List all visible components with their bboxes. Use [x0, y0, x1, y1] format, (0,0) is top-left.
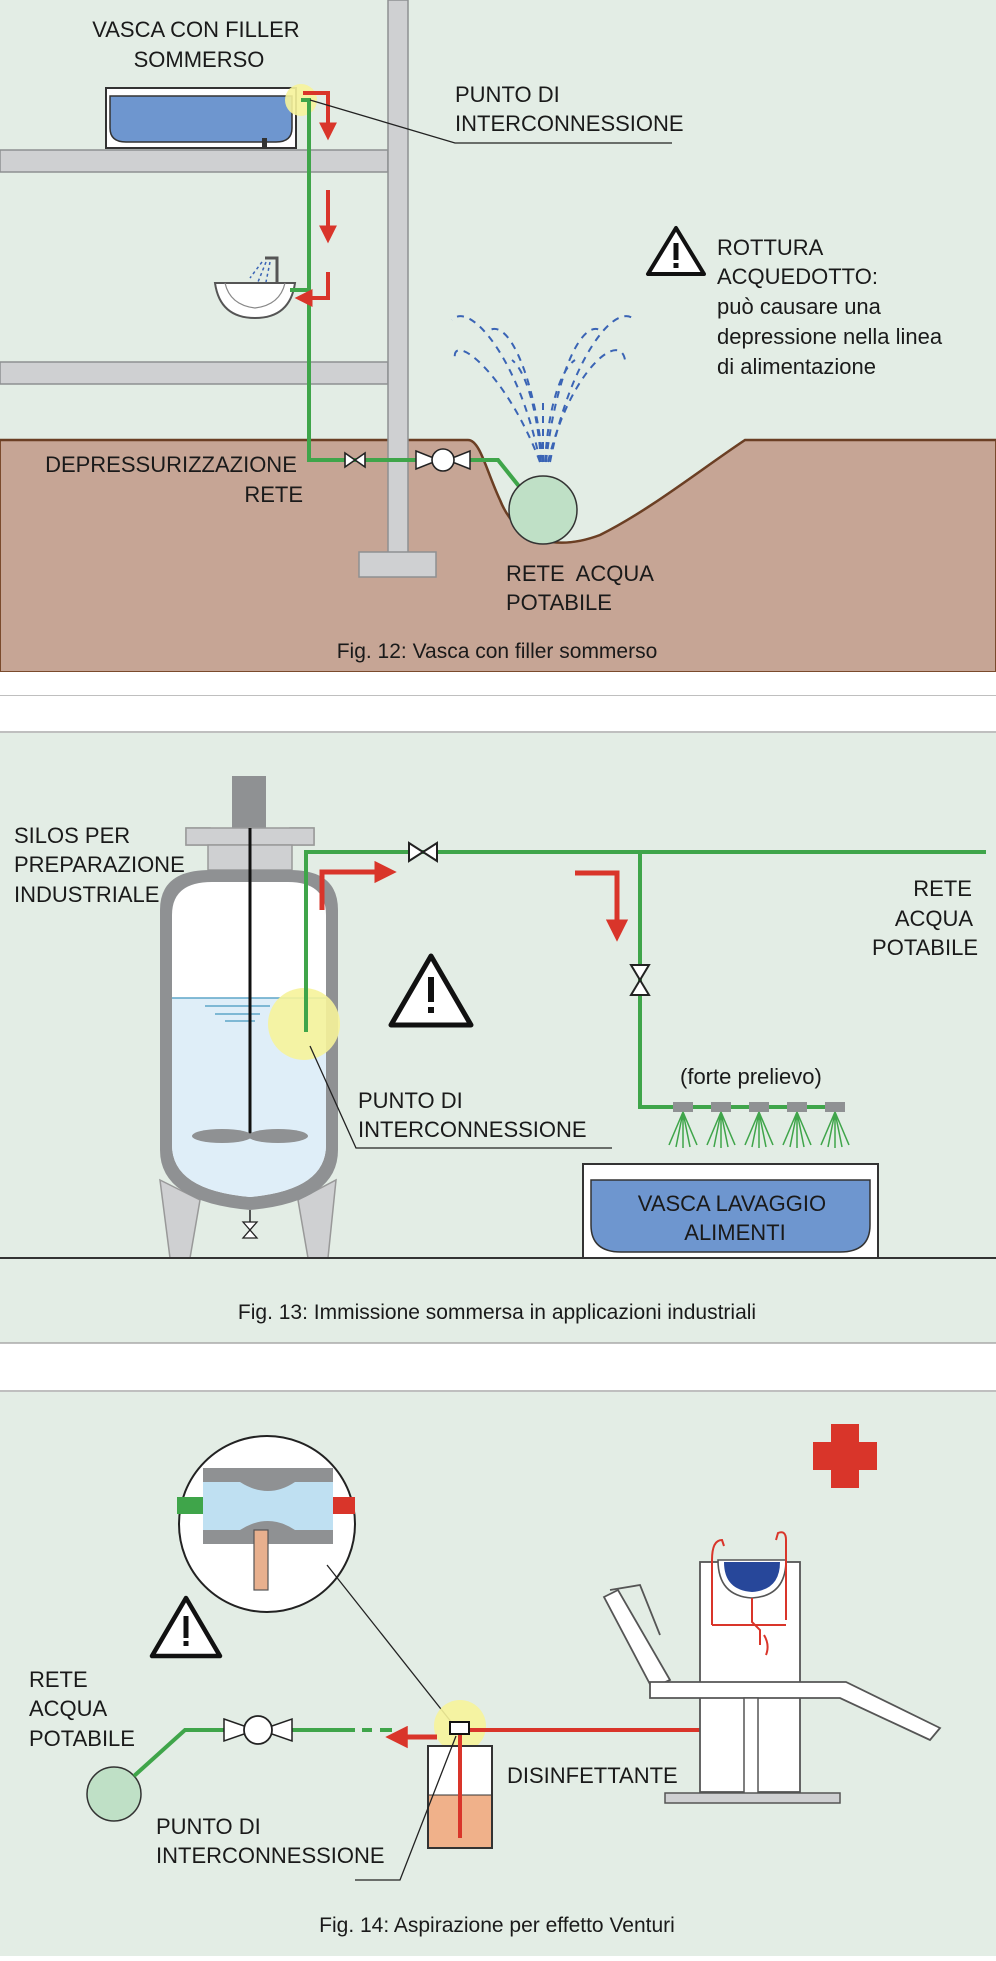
water-main	[86, 1766, 142, 1822]
panel-fig13: SILOS PER PREPARAZIONE INDUSTRIALE RETE …	[0, 733, 996, 1343]
supply-pipe	[301, 98, 532, 502]
wash-tank	[582, 1163, 879, 1259]
figure-caption: Fig. 12: Vasca con filler sommerso	[337, 640, 658, 663]
depressurization-label: DEPRESSURIZZAZIONE RETE	[45, 452, 303, 507]
figure-caption: Fig. 13: Immissione sommersa in applicaz…	[238, 1301, 756, 1324]
water-main-label: RETE ACQUA POTABILE	[506, 561, 659, 615]
water-main-label: RETE ACQUA POTABILE	[872, 876, 978, 960]
bathtub-label: VASCA CON FILLER SOMMERSO	[92, 17, 306, 72]
flow-arrow-icon	[575, 870, 629, 942]
interconnection-label: PUNTO DI INTERCONNESSIONE	[358, 1088, 587, 1142]
leak-fountain	[451, 315, 636, 463]
gate-valve-icon	[629, 964, 651, 996]
industrial-silo	[159, 776, 338, 1259]
branch-pipe	[638, 852, 840, 1109]
supply-pipe	[132, 1728, 355, 1778]
venturi-detail-icon	[177, 1435, 356, 1613]
interconnection-label: PUNTO DI INTERCONNESSIONE	[455, 82, 684, 136]
warning-icon	[149, 1595, 223, 1659]
flow-arrow-icon	[319, 860, 397, 910]
heavy-draw-label: (forte prelievo)	[680, 1064, 822, 1089]
interconnection-leader	[309, 1045, 612, 1149]
meter-icon	[223, 1715, 293, 1745]
interconnection-leader	[355, 1735, 457, 1881]
panel-fig14: RETE ACQUA POTABILE PUNTO DI INTERCONNES…	[0, 1392, 996, 1956]
interconnection-label: PUNTO DI INTERCONNESSIONE	[156, 1814, 385, 1868]
venturi-fitting	[449, 1721, 470, 1735]
gate-valve-icon	[344, 451, 366, 469]
warning-icon	[646, 226, 706, 276]
bathtub	[105, 87, 297, 149]
red-cross-icon	[813, 1424, 877, 1488]
supply-pipe	[304, 850, 986, 1032]
warning-icon	[388, 953, 474, 1028]
water-main	[508, 475, 578, 545]
building-structure	[0, 0, 437, 578]
gate-valve-icon	[408, 841, 438, 863]
panel-fig12: VASCA CON FILLER SOMMERSO PUNTO DI INTER…	[0, 0, 996, 673]
panel-separator	[0, 672, 996, 696]
detail-leader	[326, 1564, 457, 1729]
flow-arrow-icon	[303, 91, 337, 141]
dental-chair-icon	[602, 1531, 942, 1804]
panel-background	[0, 1392, 996, 1956]
panel-separator	[0, 1343, 996, 1391]
interconnection-leader	[309, 99, 672, 144]
meter-icon	[415, 448, 471, 472]
figure-caption: Fig. 14: Aspirazione per effetto Venturi	[319, 1914, 675, 1937]
flow-arrow-icon	[294, 272, 330, 307]
water-main-label: RETE ACQUA POTABILE	[29, 1667, 135, 1751]
wash-tank-label: VASCA LAVAGGIO ALIMENTI	[638, 1191, 832, 1245]
disinfectant-label: DISINFETTANTE	[507, 1763, 678, 1788]
silo-label: SILOS PER PREPARAZIONE INDUSTRIALE	[14, 823, 191, 907]
spray-nozzle-icon	[668, 1102, 850, 1148]
washbasin	[213, 256, 297, 320]
ground-line	[0, 438, 996, 544]
mains-break-warning: ROTTURA ACQUEDOTTO: può causare una depr…	[717, 235, 948, 379]
